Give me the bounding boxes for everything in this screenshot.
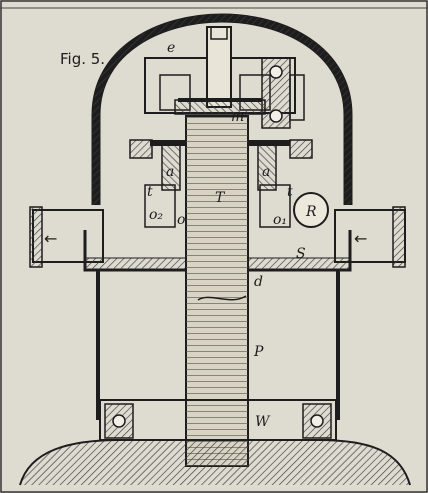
label-o: o	[177, 212, 185, 228]
shaft-break-line	[197, 295, 247, 301]
label-W: W	[255, 414, 271, 430]
seal-right	[289, 139, 313, 159]
spring-holder	[289, 74, 305, 121]
figure-caption: Fig. 5.	[60, 50, 105, 68]
label-e: e	[167, 40, 175, 56]
label-t-left: t	[147, 184, 153, 200]
label-a-right: a	[262, 164, 270, 180]
flange-right	[392, 206, 406, 268]
label-T: T	[215, 190, 226, 206]
label-R: R	[305, 204, 317, 220]
label-S: S	[296, 246, 306, 262]
thrust-collar-m	[174, 99, 266, 115]
lower-ball-right	[310, 414, 324, 428]
bearing-ball-bottom	[269, 109, 283, 123]
bushing-a-left	[161, 144, 181, 191]
collar-band	[178, 98, 262, 102]
dome-cover-hatch	[92, 14, 352, 205]
base-plate	[19, 439, 411, 486]
valve-t-right	[259, 184, 291, 228]
shaft-wood-grain	[186, 116, 248, 466]
bearing-ball-top	[269, 65, 283, 79]
label-a-left: a	[166, 164, 174, 180]
label-P: P	[253, 344, 264, 360]
flow-arrow-left: ←	[44, 229, 57, 248]
roller-R	[293, 192, 329, 228]
label-t-right: t	[287, 184, 293, 200]
valve-t-left	[144, 184, 176, 228]
bushing-a-right	[257, 144, 277, 191]
seal-left	[129, 139, 153, 159]
label-d: d	[254, 274, 263, 290]
flow-arrow-right: ←	[354, 229, 367, 248]
label-m: m	[231, 109, 244, 125]
flange-left	[29, 206, 43, 268]
label-o2: o₂	[149, 207, 163, 223]
label-o1: o₁	[273, 212, 287, 228]
lower-ball-left	[112, 414, 126, 428]
rod-cap	[210, 26, 228, 40]
